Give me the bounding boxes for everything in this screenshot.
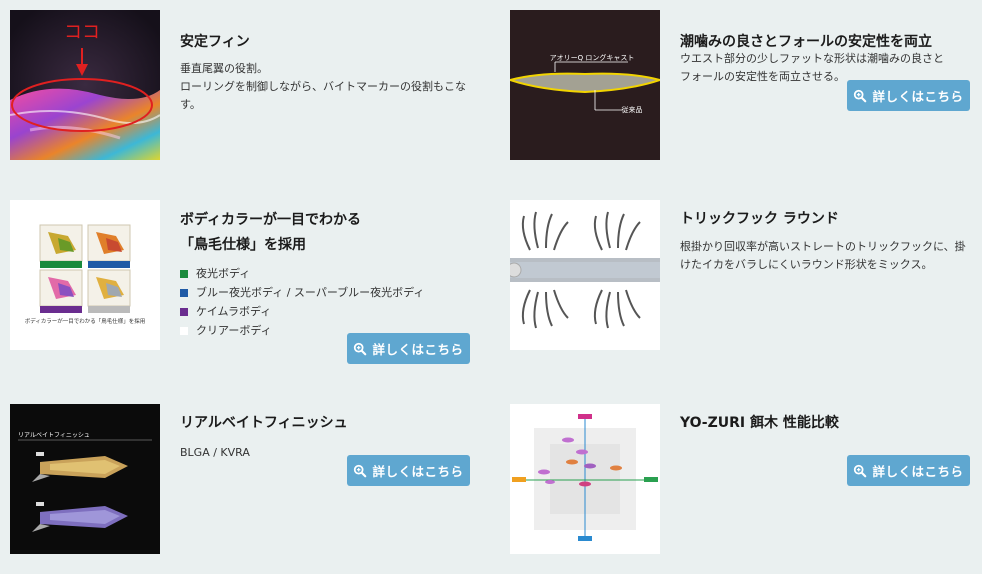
details-button-stability[interactable]: 詳しくはこちら bbox=[847, 80, 970, 111]
trick-hook-description: 根掛かり回収率が高いストレートのトリックフックに、掛 けたイカをバラしにくいラウ… bbox=[680, 240, 966, 271]
feature-card-compare: YO-ZURI 餌木 性能比較 詳しくはこちら bbox=[510, 404, 982, 564]
search-plus-icon bbox=[354, 464, 367, 477]
search-plus-icon bbox=[854, 464, 867, 477]
real-bait-title: リアルベイトフィニッシュ bbox=[180, 415, 348, 431]
search-plus-icon bbox=[854, 89, 867, 102]
koko-label: ココ bbox=[64, 22, 100, 43]
search-plus-icon bbox=[354, 342, 367, 355]
list-item: クリアーボディ bbox=[180, 321, 424, 340]
compare-title: YO-ZURI 餌木 性能比較 bbox=[680, 415, 839, 431]
list-item: ケイムラボディ bbox=[180, 302, 424, 321]
details-button-real-bait[interactable]: 詳しくはこちら bbox=[347, 455, 470, 486]
aoriq-label: アオリーQ ロングキャスト bbox=[550, 53, 635, 62]
feature-card-fin: ココ 安定フィン 垂直尾翼の役割。 ローリングを制御しながら、バイトマーカーの役… bbox=[10, 10, 490, 170]
blue-swatch bbox=[180, 288, 188, 297]
stability-title: 潮噛みの良さとフォールの安定性を両立 bbox=[680, 34, 932, 50]
details-button-label: 詳しくはこちら bbox=[372, 464, 464, 479]
real-bait-image: リアルベイトフィニッシュ bbox=[10, 404, 160, 554]
performance-chart-image bbox=[510, 404, 660, 554]
body-color-caption: ボディカラーが一目でわかる「鳥毛仕様」を採用 bbox=[25, 317, 146, 325]
conventional-label: 従来品 bbox=[622, 105, 643, 114]
feature-card-trick-hook: トリックフック ラウンド 根掛かり回収率が高いストレートのトリックフックに、掛 … bbox=[510, 200, 982, 360]
details-button-label: 詳しくはこちら bbox=[372, 342, 464, 357]
fin-title: 安定フィン bbox=[180, 34, 250, 50]
trick-hook-image bbox=[510, 200, 660, 350]
green-swatch bbox=[180, 269, 188, 278]
shape-comparison-image: アオリーQ ロングキャスト 従来品 bbox=[510, 10, 660, 160]
details-button-body-color[interactable]: 詳しくはこちら bbox=[347, 333, 470, 364]
feature-card-real-bait: リアルベイトフィニッシュ リアルベイトフィニッシュ BLGA / KVRA 詳し… bbox=[10, 404, 490, 564]
fin-description: 垂直尾翼の役割。 ローリングを制御しながら、バイトマーカーの役割もこな す。 bbox=[180, 62, 466, 111]
feature-card-stability: アオリーQ ロングキャスト 従来品 潮噛みの良さとフォールの安定性を両立 ウエス… bbox=[510, 10, 982, 170]
list-item: 夜光ボディ bbox=[180, 264, 424, 283]
fin-image: ココ bbox=[10, 10, 160, 160]
details-button-compare[interactable]: 詳しくはこちら bbox=[847, 455, 970, 486]
body-color-list: 夜光ボディ ブルー夜光ボディ / スーパーブルー夜光ボディ ケイムラボディ クリ… bbox=[180, 264, 424, 340]
purple-swatch bbox=[180, 307, 188, 316]
details-button-label: 詳しくはこちら bbox=[872, 464, 964, 479]
body-color-title: ボディカラーが一目でわかる 「鳥毛仕様」を採用 bbox=[180, 212, 362, 253]
white-swatch bbox=[180, 326, 188, 335]
trick-hook-title: トリックフック ラウンド bbox=[680, 211, 839, 227]
list-item: ブルー夜光ボディ / スーパーブルー夜光ボディ bbox=[180, 283, 424, 302]
stability-description: ウエスト部分の少しファットな形状は潮噛みの良さと フォールの安定性を両立させる。 bbox=[680, 52, 944, 83]
real-bait-caption: リアルベイトフィニッシュ bbox=[18, 432, 90, 439]
feature-card-body-color: ボディカラーが一目でわかる「鳥毛仕様」を採用 ボディカラーが一目でわかる 「鳥毛… bbox=[10, 200, 490, 364]
details-button-label: 詳しくはこちら bbox=[872, 89, 964, 104]
real-bait-description: BLGA / KVRA bbox=[180, 446, 250, 459]
body-color-image: ボディカラーが一目でわかる「鳥毛仕様」を採用 bbox=[10, 200, 160, 350]
